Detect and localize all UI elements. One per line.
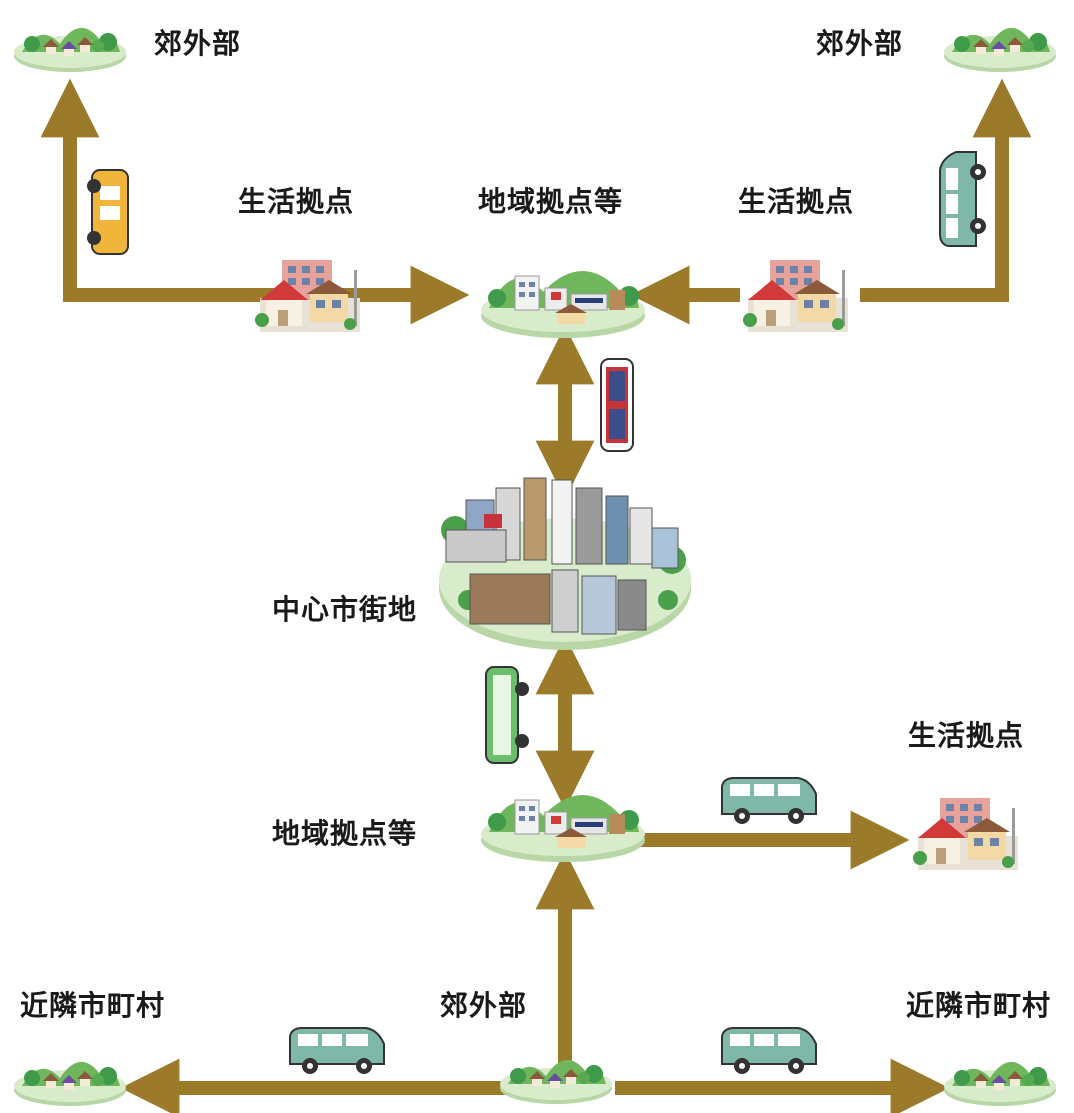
town-icon (480, 794, 646, 863)
label-suburb-top-left: 郊外部 (154, 27, 242, 60)
label-regional-hub-lower: 地域拠点等 (272, 817, 418, 850)
label-neighbor-right: 近隣市町村 (906, 989, 1052, 1022)
village-icon (14, 27, 126, 72)
bus-icon (600, 358, 634, 452)
connection-arrows (40, 78, 1032, 1113)
label-life-hub-left: 生活拠点 (238, 185, 355, 218)
bus-icon (485, 666, 529, 764)
city-icon (439, 477, 691, 650)
label-suburb-top-right: 郊外部 (816, 27, 904, 60)
arrow-to-suburb-top-left (40, 78, 255, 302)
town-icon (913, 798, 1018, 870)
van-icon (289, 1027, 385, 1075)
taxi-icon (87, 169, 129, 255)
village-icon (944, 27, 1056, 72)
label-life-hub-right: 生活拠点 (738, 185, 855, 218)
label-suburb-bottom: 郊外部 (440, 989, 528, 1022)
label-neighbor-left: 近隣市町村 (20, 989, 166, 1022)
village-icon (944, 1061, 1056, 1106)
label-life-hub-lower-right: 生活拠点 (908, 719, 1025, 752)
town-icon (255, 260, 360, 332)
van-icon (939, 151, 987, 247)
label-regional-hub-top: 地域拠点等 (478, 185, 624, 218)
label-city-center: 中心市街地 (272, 593, 418, 626)
town-icon (480, 270, 646, 339)
van-icon (721, 1027, 817, 1075)
village-icon (14, 1061, 126, 1106)
town-icon (743, 260, 848, 332)
van-icon (721, 777, 817, 825)
village-icon (500, 1059, 612, 1104)
arrow-to-suburb-top-right (860, 78, 1032, 302)
